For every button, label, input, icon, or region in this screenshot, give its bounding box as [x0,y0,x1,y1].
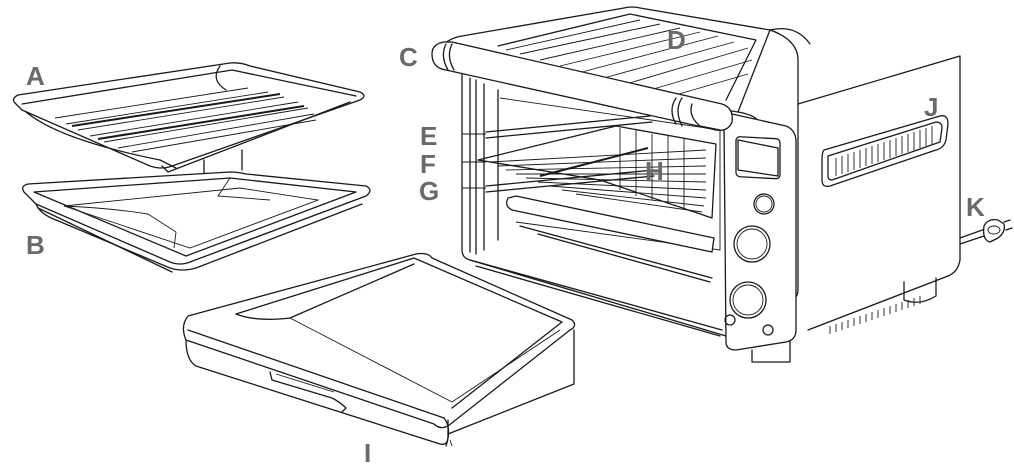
callout-f: F [420,149,436,179]
callout-h: H [645,156,664,186]
broil-rack-drawing [12,62,365,185]
callout-g: G [419,176,440,206]
callout-c: C [399,42,418,72]
callout-i: I [364,438,372,468]
oven-drawing [431,6,1013,363]
callout-j: J [924,92,939,122]
callout-k: K [966,192,985,222]
callout-e: E [420,121,438,151]
baking-pan-drawing [22,171,371,273]
callout-d: D [667,25,686,55]
callout-a: A [26,61,45,91]
crumb-tray-drawing [182,252,576,447]
callout-b: B [26,230,45,260]
